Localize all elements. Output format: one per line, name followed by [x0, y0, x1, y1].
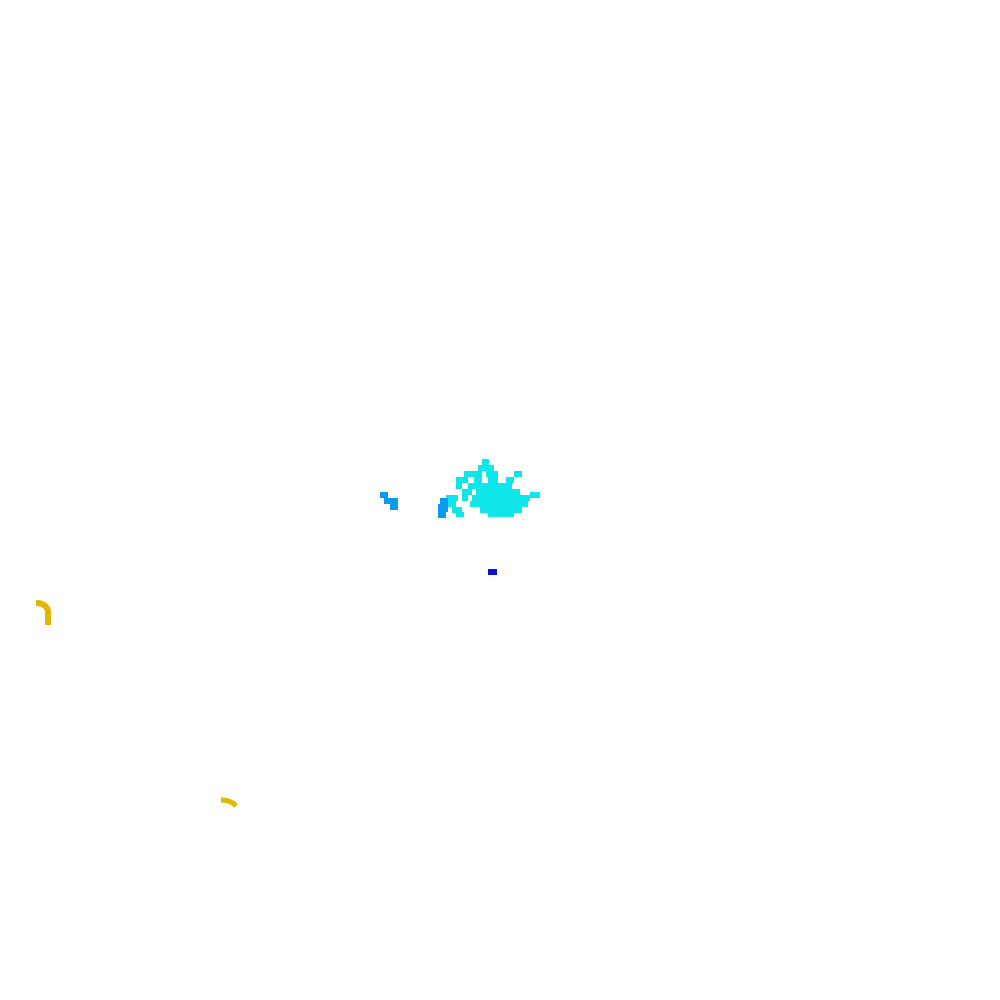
- cyan-pixel-blob-pixel-19: [452, 507, 462, 513]
- cyan-pixel-blob-pixel-9: [456, 483, 462, 489]
- gold-arc-mark-upper: [35, 600, 51, 625]
- cyan-pixel-blob: [446, 459, 540, 517]
- blue-pixel-dot: [488, 569, 497, 575]
- cyan-pixel-blob-pixel-4: [514, 471, 522, 477]
- azure-pixel-blob-right-pixel-2: [438, 512, 446, 518]
- azure-pixel-blob-left: [380, 492, 398, 510]
- cyan-pixel-blob-pixel-2: [464, 471, 482, 477]
- azure-pixel-blob-right-pixel-0: [440, 498, 448, 504]
- cyan-pixel-blob-pixel-10: [468, 483, 512, 489]
- cyan-pixel-blob-pixel-14: [446, 495, 458, 501]
- azure-pixel-blob-right: [438, 498, 448, 518]
- azure-pixel-blob-left-pixel-0: [380, 492, 388, 498]
- cyan-pixel-blob-pixel-8: [506, 477, 514, 483]
- cyan-pixel-blob-pixel-6: [474, 477, 482, 483]
- cyan-pixel-blob-pixel-11: [462, 489, 472, 495]
- azure-pixel-blob-right-pixel-1: [438, 504, 448, 512]
- cyan-pixel-blob-pixel-21: [456, 512, 464, 517]
- cyan-pixel-blob-pixel-20: [480, 507, 522, 513]
- azure-pixel-blob-left-pixel-1: [384, 498, 398, 504]
- cyan-pixel-blob-pixel-5: [456, 477, 468, 483]
- cyan-pixel-blob-pixel-12: [476, 489, 520, 495]
- cyan-pixel-blob-pixel-15: [462, 495, 468, 501]
- cyan-pixel-blob-pixel-1: [478, 465, 494, 471]
- cyan-pixel-blob-pixel-18: [470, 501, 528, 507]
- cyan-pixel-blob-pixel-17: [446, 501, 456, 507]
- azure-pixel-blob-left-pixel-2: [390, 504, 398, 510]
- blue-pixel-dot-pixel-0: [488, 569, 497, 575]
- cyan-pixel-blob-pixel-7: [488, 477, 498, 483]
- cyan-pixel-blob-pixel-13: [530, 492, 540, 498]
- gold-arc-mark-lower: [220, 797, 238, 808]
- cyan-pixel-blob-pixel-3: [486, 471, 498, 477]
- cyan-pixel-blob-pixel-22: [488, 512, 514, 517]
- cyan-pixel-blob-pixel-0: [482, 459, 489, 465]
- cyan-pixel-blob-pixel-16: [472, 495, 530, 501]
